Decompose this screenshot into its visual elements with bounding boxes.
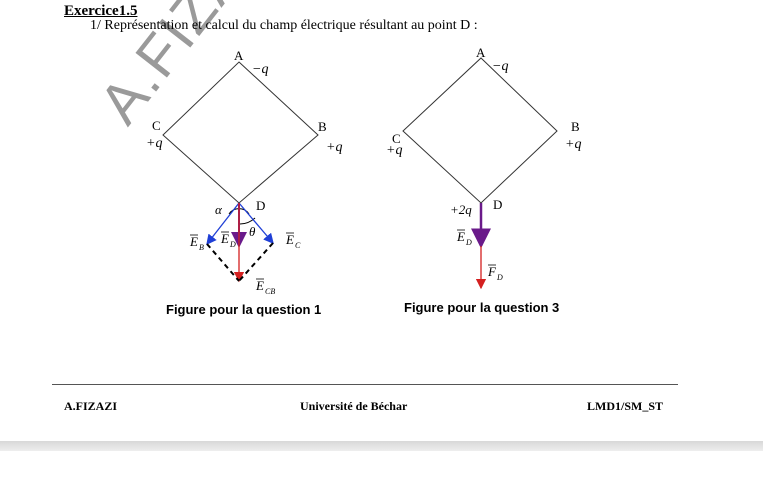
fig3-square — [402, 57, 558, 204]
fig1-dash-right — [238, 242, 274, 282]
fig1-charge-C: +q — [146, 136, 162, 151]
fig1-label-A: A — [234, 48, 244, 63]
fig3-charge-B: +q — [565, 137, 581, 152]
fig1-label-theta: θ — [249, 224, 256, 239]
fig3-label-FD: F — [487, 264, 497, 279]
fig3-charge-A: −q — [492, 59, 508, 74]
fig1-label-EB: E — [189, 234, 198, 249]
footer-author: A.FIZAZI — [64, 399, 118, 413]
fig1-label-alpha: α — [215, 202, 223, 217]
fig1-vector-EC — [238, 202, 274, 244]
fig3-charge-C: +q — [386, 143, 402, 158]
fig3-label-ED: E — [456, 229, 465, 244]
fig3-charge-D: +2q — [450, 202, 472, 217]
fig1-label-ED: E — [220, 231, 229, 246]
fig1-label-D: D — [256, 198, 265, 213]
fig1-label-ECB: E — [255, 278, 264, 293]
fig1-dash-left — [206, 243, 240, 282]
figure-3-caption: Figure pour la question 3 — [404, 300, 560, 315]
fig3-label-A: A — [476, 45, 486, 60]
page-bottom-edge — [0, 441, 763, 451]
fig1-label-EC-sub: C — [295, 241, 301, 250]
fig3-label-B: B — [571, 119, 580, 134]
fig1-label-EB-sub: B — [199, 243, 204, 252]
question-text: 1/ Représentation et calcul du champ éle… — [90, 18, 478, 33]
figure-1-diagram: A −q B +q C +q D α θ E B E D E C E CB A … — [146, 45, 581, 296]
exercise-title: Exercice1.5 — [64, 3, 138, 19]
fig3-label-C: C — [392, 131, 401, 146]
fig3-label-ED-sub: D — [465, 238, 472, 247]
fig3-label-FD-sub: D — [496, 273, 503, 282]
fig1-label-C: C — [152, 118, 161, 133]
fig1-charge-A: −q — [252, 62, 268, 77]
fig1-vector-EB — [206, 202, 240, 246]
footer-course: LMD1/SM_ST — [587, 399, 664, 413]
fig3-label-D: D — [493, 197, 502, 212]
fig1-square — [162, 61, 319, 204]
footer-divider — [52, 384, 678, 385]
fig1-charge-B: +q — [326, 140, 342, 155]
footer-university: Université de Béchar — [300, 399, 408, 413]
fig1-label-B: B — [318, 119, 327, 134]
figure-1-caption: Figure pour la question 1 — [166, 302, 322, 317]
fig1-label-EC: E — [285, 232, 294, 247]
fig1-label-ED-sub: D — [229, 240, 236, 249]
fig1-label-ECB-sub: CB — [265, 287, 275, 296]
